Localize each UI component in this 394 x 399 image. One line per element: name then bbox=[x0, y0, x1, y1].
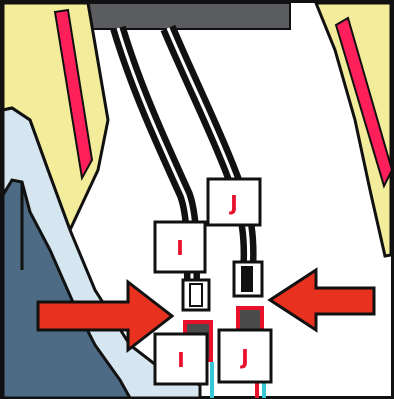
cable-j-tag-text: J bbox=[228, 191, 237, 215]
wire-cyan bbox=[210, 362, 214, 398]
port-i-tag-text: I bbox=[177, 348, 184, 372]
top-bar bbox=[77, 2, 291, 30]
left-accent-strip bbox=[53, 8, 94, 182]
port-j-tag: J bbox=[217, 328, 273, 384]
plug-j bbox=[232, 260, 264, 298]
plug-i bbox=[181, 278, 211, 312]
left-dark-blue-panel bbox=[1, 178, 133, 399]
cable-i-tag: I bbox=[153, 220, 207, 274]
right-yellow-panel bbox=[313, 1, 393, 258]
cable-j bbox=[160, 24, 257, 273]
cable-j-tag: J bbox=[206, 177, 262, 227]
arrow-right-icon bbox=[36, 278, 175, 354]
arrow-left-icon bbox=[267, 267, 376, 333]
port-j-tag-text: J bbox=[239, 345, 248, 369]
cable-i-tag-text: I bbox=[176, 236, 183, 260]
right-accent-strip bbox=[334, 16, 394, 189]
port-i-tag: I bbox=[153, 332, 209, 386]
